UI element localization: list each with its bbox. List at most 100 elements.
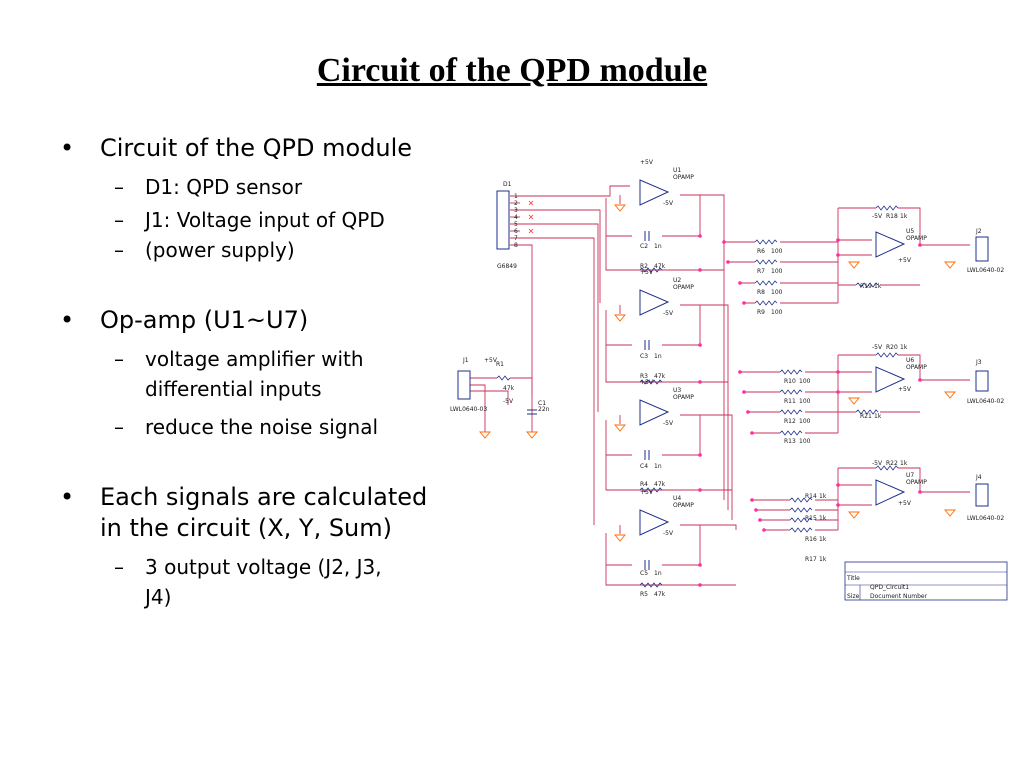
u1-vplus-label: +5V xyxy=(640,159,654,166)
d1-pin-8: 8 xyxy=(514,242,518,249)
u2-label: U2 xyxy=(673,277,681,284)
j3-part-label: LWL0640-02 xyxy=(967,398,1004,405)
d1-pin-x-marks xyxy=(528,200,534,234)
j1-vplus-label: +5V xyxy=(484,357,498,364)
r11-value: 100 xyxy=(799,398,811,405)
c3-label: C3 xyxy=(640,353,648,360)
d1-pin-2: 2 xyxy=(514,200,518,207)
u7-vplus-label: +5V xyxy=(898,500,912,507)
c2-value: 1n xyxy=(654,243,662,250)
r16-value: 1k xyxy=(819,536,827,543)
opamp-u5: U5 OPAMP -5V +5V R18 1k R19 1k xyxy=(860,213,927,290)
capacitor-symbols xyxy=(644,231,650,570)
u5-label: U5 xyxy=(906,228,914,235)
u1-vminus-label: -5V xyxy=(663,200,674,207)
d1-pin-1: 1 xyxy=(514,193,518,200)
sub-bullet-output: 3 output voltage (J2, J3, xyxy=(60,552,460,582)
d1-pin-3: 3 xyxy=(514,207,518,214)
j4-part-label: LWL0640-02 xyxy=(967,515,1004,522)
u5-vminus-label: -5V xyxy=(872,213,883,220)
r5-label: R5 xyxy=(640,591,648,598)
r3-label: R3 xyxy=(640,373,648,380)
connector-j4: J4 LWL0640-02 xyxy=(967,474,1004,522)
r7-value: 100 xyxy=(771,268,783,275)
connector-j3: J3 LWL0640-02 xyxy=(967,359,1004,405)
u4-vminus-label: -5V xyxy=(663,530,674,537)
u6-vplus-label: +5V xyxy=(898,386,912,393)
u4-type-label: OPAMP xyxy=(673,502,694,509)
bullet-opamp: Op-amp (U1~U7) xyxy=(60,305,460,336)
r11-label: R11 xyxy=(784,398,796,405)
sub-bullet-j1: J1: Voltage input of QPD xyxy=(60,205,460,235)
u2-vminus-label: -5V xyxy=(663,310,674,317)
c3-value: 1n xyxy=(654,353,662,360)
ground-symbols xyxy=(479,204,956,542)
d1-pin-labels: 1 2 3 4 5 6 7 8 xyxy=(514,193,518,249)
c1-value: 22n xyxy=(538,406,550,413)
connector-j1: J1 LWL0640-03 +5V R1 47k -5V C1 22n xyxy=(450,357,550,415)
bullet-signals-cont: in the circuit (X, Y, Sum) xyxy=(100,514,393,542)
u4-label: U4 xyxy=(673,495,681,502)
d1-sensor: D1 G6849 xyxy=(496,181,534,270)
u3-vplus-label: +5V xyxy=(640,379,654,386)
sub-bullet-j1-cont-text: (power supply) xyxy=(145,238,295,262)
r22-label: R22 xyxy=(886,460,898,467)
sub-bullet-amplifier-cont: differential inputs xyxy=(145,377,322,401)
wires xyxy=(470,185,970,586)
r8-label: R8 xyxy=(757,289,765,296)
r17-value: 1k xyxy=(819,556,827,563)
sub-bullet-j1-cont: (power supply) xyxy=(60,235,460,265)
r4-value: 47k xyxy=(654,481,666,488)
u3-vminus-label: -5V xyxy=(663,420,674,427)
r10-label: R10 xyxy=(784,378,796,385)
j2-label: J2 xyxy=(975,228,982,235)
r1-value: 47k xyxy=(503,385,515,392)
r21-label: R21 xyxy=(860,413,872,420)
d1-pin-5: 5 xyxy=(514,221,518,228)
c5-value: 1n xyxy=(654,570,662,577)
u4-vplus-label: +5V xyxy=(640,489,654,496)
opamp-u3: U3 OPAMP +5V -5V C4 1n R4 47k xyxy=(639,379,694,488)
r14-label: R14 xyxy=(805,493,817,500)
r6-label: R6 xyxy=(757,248,765,255)
c5-label: C5 xyxy=(640,570,648,577)
u7-label: U7 xyxy=(906,472,914,479)
u6-vminus-label: -5V xyxy=(872,344,883,351)
r5-value: 47k xyxy=(654,591,666,598)
resistor-labels-stage3: R14 1k R15 1k R16 1k R17 1k xyxy=(805,493,827,563)
opamp-u2: U2 OPAMP +5V -5V C3 1n R3 47k xyxy=(639,269,694,380)
u2-type-label: OPAMP xyxy=(673,284,694,291)
j1-label: J1 xyxy=(462,357,469,364)
d1-pin-4: 4 xyxy=(514,214,518,221)
slide-title: Circuit of the QPD module xyxy=(316,52,708,89)
r7-label: R7 xyxy=(757,268,765,275)
r13-value: 100 xyxy=(799,438,811,445)
r2-value: 47k xyxy=(654,263,666,270)
j3-label: J3 xyxy=(975,359,982,366)
u7-type-label: OPAMP xyxy=(906,479,927,486)
r22-value: 1k xyxy=(900,460,908,467)
r20-value: 1k xyxy=(900,344,908,351)
junction-dots xyxy=(698,234,922,587)
u1-label: U1 xyxy=(673,167,681,174)
opamp-u6: U6 OPAMP -5V +5V R20 1k R21 1k xyxy=(860,344,927,420)
r8-value: 100 xyxy=(771,289,783,296)
r12-label: R12 xyxy=(784,418,796,425)
r6-value: 100 xyxy=(771,248,783,255)
u6-label: U6 xyxy=(906,357,914,364)
r4-label: R4 xyxy=(640,481,648,488)
u5-vplus-label: +5V xyxy=(898,257,912,264)
r9-label: R9 xyxy=(757,309,765,316)
j1-vminus-label: -5V xyxy=(503,398,514,405)
u6-type-label: OPAMP xyxy=(906,364,927,371)
r1-label: R1 xyxy=(496,361,504,368)
j1-part-label: LWL0640-03 xyxy=(450,406,487,413)
sub-bullet-noise: reduce the noise signal xyxy=(60,412,460,442)
sub-bullet-amplifier: voltage amplifier with xyxy=(60,344,460,374)
resistor-labels-stage2: R10 100 R11 100 R12 100 R13 100 xyxy=(784,378,811,445)
r17-label: R17 xyxy=(805,556,817,563)
d1-pin-7: 7 xyxy=(514,235,518,242)
title-block-value: QPD_Circuit1 xyxy=(870,584,909,591)
title-block-label: Title xyxy=(846,575,860,582)
qpd-schematic: D1 G6849 U1 OPAMP +5V -5V C2 1n R2 47k U… xyxy=(450,159,1008,601)
